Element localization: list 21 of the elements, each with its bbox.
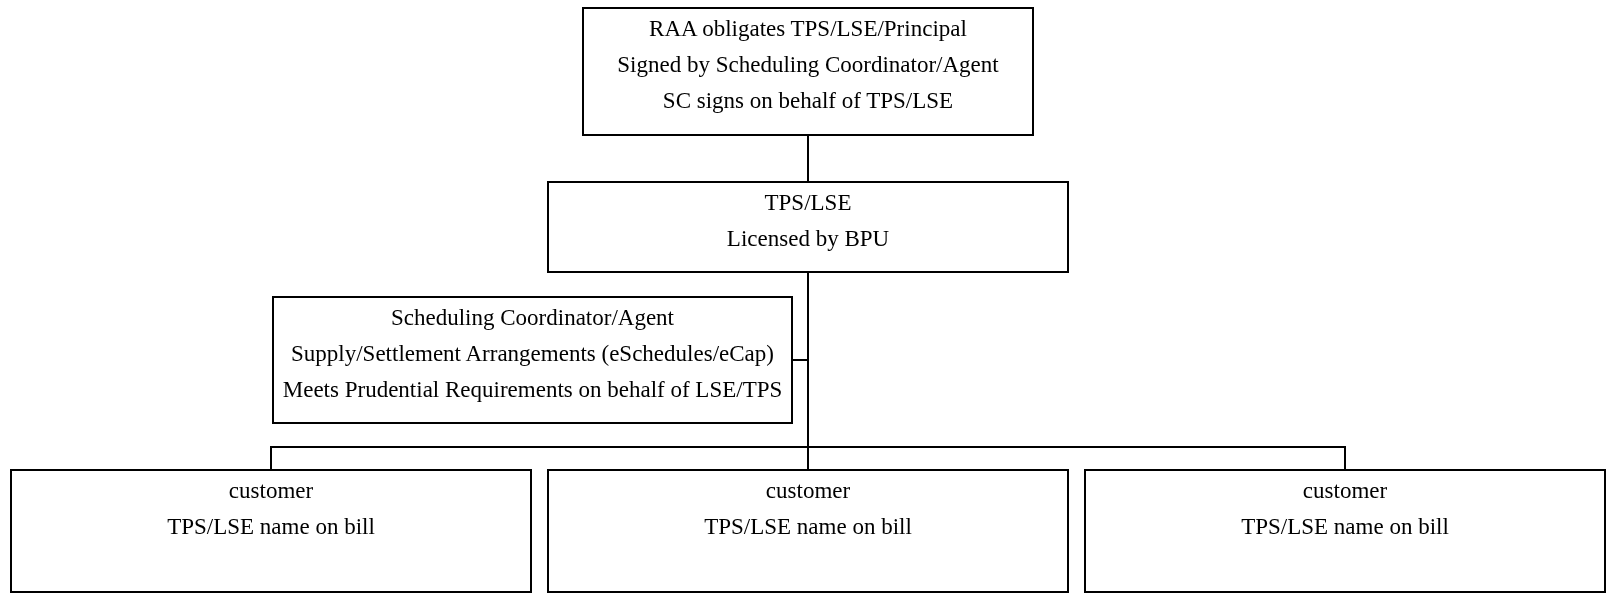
text-box (547, 181, 1069, 273)
box-text: customer (1302, 477, 1388, 505)
box-text: TPS/LSE name on bill (167, 513, 375, 541)
text-box (272, 296, 793, 424)
box-text: Signed by Scheduling Coordinator/Agent (617, 51, 999, 79)
text-box (582, 7, 1034, 136)
box-text: Supply/Settlement Arrangements (eSchedules/eCap) (291, 340, 774, 368)
box-text: customer (228, 477, 314, 505)
box-text: SC signs on behalf of TPS/LSE (662, 87, 954, 115)
box-text: TPS/LSE name on bill (704, 513, 912, 541)
box-text: TPS/LSE (764, 189, 852, 217)
box-text: Meets Prudential Requirements on behalf of LSE/TPS (282, 376, 783, 404)
box-text: RAA obligates TPS/LSE/Principal (649, 15, 967, 43)
box-text: Licensed by BPU (726, 225, 890, 253)
text-box (547, 469, 1069, 593)
box-text: customer (765, 477, 851, 505)
connector-line (807, 135, 809, 182)
text-box (10, 469, 532, 593)
text-box (1084, 469, 1606, 593)
box-text: Scheduling Coordinator/Agent (391, 304, 674, 332)
box-text: TPS/LSE name on bill (1241, 513, 1449, 541)
